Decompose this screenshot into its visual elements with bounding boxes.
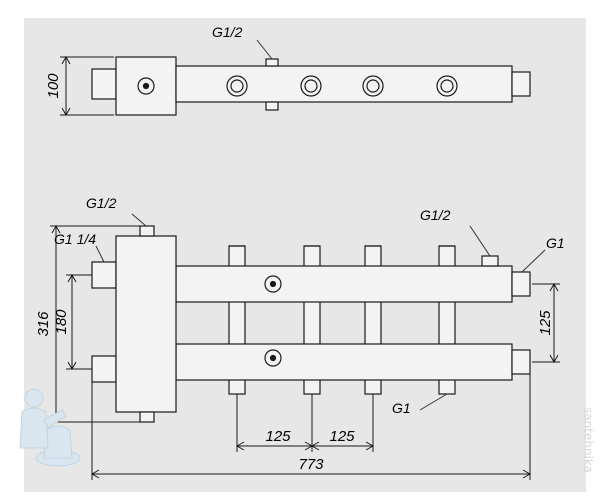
top-g-half-leader: [256, 39, 273, 60]
g-one-top-label: G1: [546, 235, 565, 251]
g-one-top-leader: [521, 249, 546, 273]
hydro-separator-body: [115, 235, 177, 413]
watermark-text: santehnika: [581, 407, 595, 473]
g-half-right-label: G1/2: [420, 207, 451, 223]
top-half-inch-stub: [139, 225, 155, 237]
lower-pipe: [175, 343, 513, 381]
lower-left-stub: [91, 355, 117, 383]
top-g-half-label: G1/2: [212, 24, 243, 40]
g-one-quarter-label: G1 1/4: [54, 231, 96, 247]
overall-length-label: 773: [298, 456, 324, 473]
g-half-left-leader: [131, 213, 147, 227]
top-outlet-1-inner: [230, 79, 244, 93]
g-half-right-leader: [469, 225, 491, 257]
outlet-spacing-1-label: 125: [265, 428, 291, 445]
upper-pipe: [175, 265, 513, 303]
air-vent-stub: [481, 255, 499, 267]
bottom-half-inch-stub: [139, 411, 155, 423]
upper-port-dot: [269, 280, 277, 288]
top-port-1: [142, 82, 150, 90]
outlet-spacing-2-label: 125: [329, 428, 355, 445]
g-one-quarter-leader: [95, 245, 105, 263]
top-right-stub: [511, 71, 531, 97]
top-depth-label: 100: [45, 73, 62, 99]
lower-right-stub: [511, 349, 531, 375]
upper-right-stub: [511, 271, 531, 297]
top-view-dimensions: [60, 39, 273, 117]
top-manifold-bar: [175, 65, 513, 103]
top-half-inch-up: [265, 58, 279, 67]
upper-left-stub: [91, 261, 117, 289]
g-one-bottom-leader: [419, 393, 448, 411]
g-one-bottom-label: G1: [392, 400, 411, 416]
top-left-stub: [91, 68, 117, 100]
top-half-inch-down: [265, 101, 279, 111]
top-outlet-3-inner: [366, 79, 380, 93]
height-total-label: 316: [35, 311, 52, 337]
top-outlet-2-inner: [304, 79, 318, 93]
pipe-spacing-label: 180: [53, 309, 70, 335]
lower-port-dot: [269, 354, 277, 362]
g-half-left-label: G1/2: [86, 195, 117, 211]
right-spacing-label: 125: [537, 310, 554, 336]
plumber-mascot-logo: [19, 388, 81, 467]
front-view: [91, 225, 531, 423]
top-outlet-4-inner: [440, 79, 454, 93]
top-view: [91, 56, 531, 116]
